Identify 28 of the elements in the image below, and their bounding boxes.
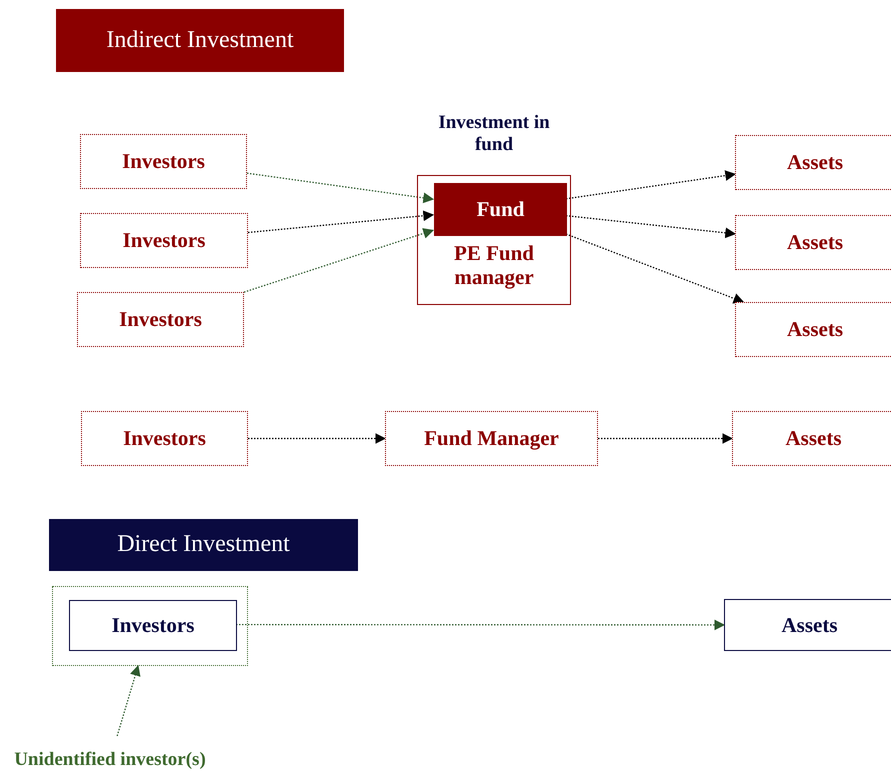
arrow	[236, 620, 726, 630]
process-box: Assets	[732, 411, 891, 466]
arrow	[566, 233, 744, 304]
process-box: Investors	[81, 411, 248, 466]
process-box: Assets	[735, 215, 891, 270]
heading-text: Investment in fund	[437, 112, 551, 156]
box-label: PE Fund manager	[453, 241, 535, 290]
arrow	[598, 433, 734, 444]
group-box	[52, 586, 248, 666]
fund-box: Fund	[434, 183, 567, 236]
arrow	[566, 170, 736, 200]
process-box: Investors	[80, 213, 248, 268]
section-heading-band: Direct Investment	[49, 519, 358, 571]
arrow	[248, 210, 434, 234]
process-box: Investors	[69, 600, 237, 651]
process-box: Assets	[724, 599, 891, 651]
note-text: Unidentified investor(s)	[0, 736, 220, 784]
arrow	[246, 172, 434, 204]
arrow	[116, 664, 140, 736]
section-heading-band: Indirect Investment	[56, 9, 344, 72]
arrow	[566, 215, 736, 238]
arrow	[248, 433, 386, 444]
process-box: Assets	[735, 302, 891, 357]
process-box: Fund Manager	[385, 411, 598, 466]
process-box: Investors	[80, 134, 247, 189]
process-box: Investors	[77, 292, 244, 347]
arrow	[244, 228, 434, 293]
process-box: Assets	[735, 135, 891, 190]
